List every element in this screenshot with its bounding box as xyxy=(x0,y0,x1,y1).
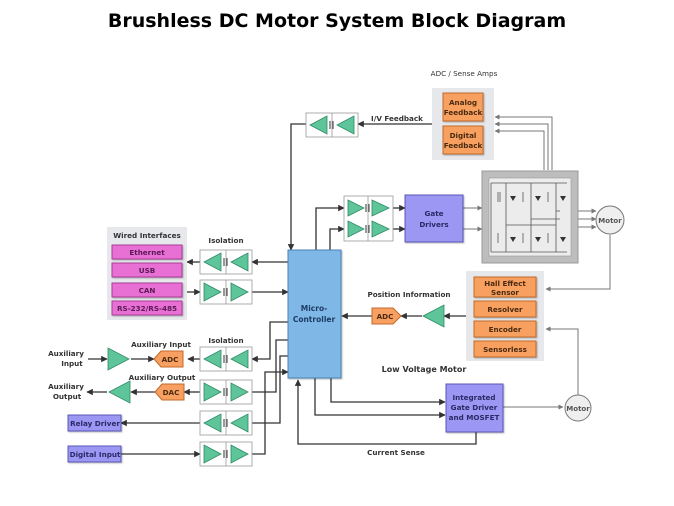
sensor-hall-effect: Hall Effect Sensor xyxy=(473,276,537,298)
svg-text:ADC: ADC xyxy=(162,355,179,364)
svg-text:Hall Effect: Hall Effect xyxy=(484,279,526,288)
svg-text:Analog: Analog xyxy=(449,98,477,107)
svg-text:Motor: Motor xyxy=(598,217,622,225)
digital-input-block: Digital Input xyxy=(67,445,122,463)
svg-text:RS-232/RS-485: RS-232/RS-485 xyxy=(117,304,177,313)
wires xyxy=(86,120,477,458)
svg-text:Feedback: Feedback xyxy=(444,141,483,150)
svg-text:Sensor: Sensor xyxy=(491,288,519,297)
svg-text:Digital Input: Digital Input xyxy=(70,450,121,459)
adc-position: ADC xyxy=(371,307,402,325)
analog-feedback-block: Analog Feedback xyxy=(442,92,484,122)
wire-mcu-to-igd-2 xyxy=(314,378,446,419)
adc-aux: ADC xyxy=(153,350,184,368)
svg-text:Feedback: Feedback xyxy=(444,108,483,117)
aux-output-amplifier xyxy=(108,380,131,404)
svg-text:Resolver: Resolver xyxy=(487,305,523,314)
wire-mcu-pwm-low xyxy=(329,225,345,250)
gate-drivers-block: Gate Drivers xyxy=(404,194,464,243)
isolator-iv-feedback xyxy=(305,112,359,138)
wire-motor-to-hall xyxy=(545,235,611,292)
iv-feedback-label: I/V Feedback xyxy=(371,114,423,123)
wire-current-sense xyxy=(294,379,477,445)
microcontroller-block: Micro- Controller xyxy=(287,249,342,379)
isolator-digital-input xyxy=(199,441,253,467)
svg-text:ADC: ADC xyxy=(377,312,394,321)
wire-mcu-to-igd-1 xyxy=(330,378,446,406)
wired-interfaces-label: Wired Interfaces xyxy=(113,231,181,240)
aux-input-label: Auxiliary Input xyxy=(131,340,191,349)
svg-text:Sensorless: Sensorless xyxy=(483,345,527,354)
isolation-label-top: Isolation xyxy=(208,236,243,245)
low-voltage-motor-label: Low Voltage Motor xyxy=(382,365,467,374)
interface-usb: USB xyxy=(111,262,183,278)
dac-aux: DAC xyxy=(154,383,185,401)
sensor-encoder: Encoder xyxy=(473,320,537,338)
wire-motor-to-encoder xyxy=(545,326,579,396)
digital-feedback-block: Digital Feedback xyxy=(442,125,484,155)
aux-input-amplifier xyxy=(107,347,130,371)
aux-input-text-2: Input xyxy=(61,359,83,368)
sensor-resolver: Resolver xyxy=(473,300,537,318)
relay-driver-block: Relay Driver xyxy=(67,414,122,432)
svg-text:Micro-: Micro- xyxy=(301,304,327,313)
svg-text:Gate Driver: Gate Driver xyxy=(451,403,498,412)
svg-text:Integrated: Integrated xyxy=(452,393,495,402)
svg-text:Digital: Digital xyxy=(450,131,477,140)
svg-text:and MOSFET: and MOSFET xyxy=(449,413,500,422)
svg-text:Relay Driver: Relay Driver xyxy=(70,419,120,428)
aux-output-text-2: Output xyxy=(53,392,82,401)
wire-digital-input-to-mcu xyxy=(252,368,289,455)
sensor-sensorless: Sensorless xyxy=(473,340,537,358)
interface-can: CAN xyxy=(111,282,183,298)
wire-mcu-pwm-high xyxy=(315,204,345,250)
svg-text:USB: USB xyxy=(139,266,156,275)
svg-text:Gate: Gate xyxy=(424,209,443,218)
aux-output-label: Auxiliary Output xyxy=(129,373,196,382)
diagram-title: Brushless DC Motor System Block Diagram xyxy=(107,10,567,32)
aux-output-text-1: Auxiliary xyxy=(48,382,84,391)
isolator-can xyxy=(199,279,253,305)
integrated-gate-driver-block: Integrated Gate Driver and MOSFET xyxy=(445,383,504,433)
isolation-label-bottom: Isolation xyxy=(208,336,243,345)
position-information-label: Position Information xyxy=(367,290,450,299)
wire-iv-to-mcu xyxy=(287,123,306,251)
isolator-relay xyxy=(199,410,253,436)
isolator-ethernet xyxy=(199,249,253,275)
svg-text:Motor: Motor xyxy=(566,405,590,413)
svg-text:Drivers: Drivers xyxy=(419,220,448,229)
isolator-aux-input xyxy=(199,346,253,372)
interface-ethernet: Ethernet xyxy=(111,244,183,260)
motor-top: Motor xyxy=(595,205,625,235)
motor-bottom: Motor xyxy=(564,394,592,422)
isolator-gate-drivers xyxy=(343,195,394,242)
adc-sense-amps-label: ADC / Sense Amps xyxy=(431,69,498,78)
svg-text:Encoder: Encoder xyxy=(489,325,522,334)
svg-text:DAC: DAC xyxy=(163,388,180,397)
svg-text:Controller: Controller xyxy=(293,315,336,324)
isolator-aux-output xyxy=(199,379,253,405)
inverter-bridge xyxy=(481,170,579,264)
current-sense-label: Current Sense xyxy=(367,448,425,457)
interface-rs232-rs485: RS-232/RS-485 xyxy=(111,300,183,316)
svg-text:Ethernet: Ethernet xyxy=(129,248,165,257)
aux-input-text-1: Auxiliary xyxy=(48,349,84,358)
svg-text:CAN: CAN xyxy=(139,286,156,295)
position-amplifier xyxy=(422,304,445,328)
